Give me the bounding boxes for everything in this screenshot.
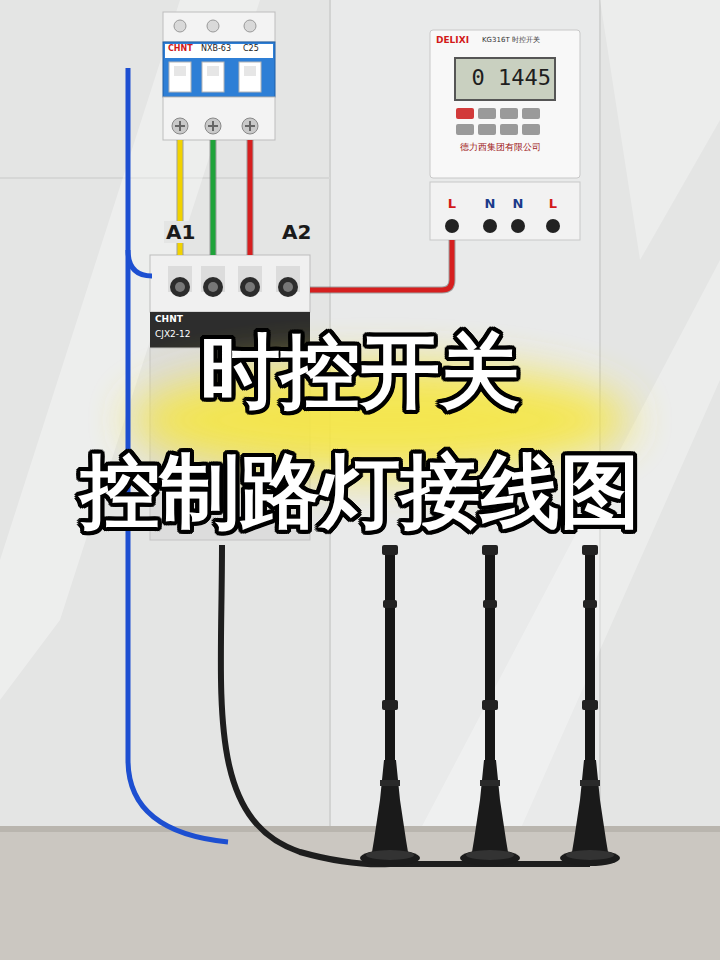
wire-outline (210, 140, 217, 255)
device-text: NXB-63 (201, 45, 231, 54)
device-text: C25 (243, 45, 259, 54)
terminal-label: N (511, 197, 526, 211)
coil-terminal-label: A1 (164, 221, 197, 243)
wire (250, 140, 251, 255)
device-text: 0 1445 (457, 66, 551, 90)
coil-terminal-label: A2 (280, 221, 313, 243)
wire-core (310, 240, 452, 290)
terminal-label: N (483, 197, 498, 211)
device-text: KG316T 时控开关 (482, 37, 540, 45)
terminal-label: L (547, 197, 559, 211)
device-text: CHNT (168, 45, 193, 54)
terminal-label: L (446, 197, 458, 211)
device-text: DELIXI (436, 36, 469, 46)
circuit-breaker: CHNT NXB-63 C25 (163, 12, 275, 140)
device-text: CHNT (155, 315, 183, 325)
wire-core (211, 140, 216, 255)
title: 时控开关 控制路灯接线图 (40, 312, 680, 552)
device-text: 德力西集团有限公司 (460, 143, 541, 153)
device-text: CJX2-12 (155, 330, 191, 340)
wire-outline (310, 240, 452, 290)
wire-core (248, 140, 253, 255)
wire-outline (247, 140, 254, 255)
wire (310, 240, 452, 290)
wire (213, 140, 214, 255)
